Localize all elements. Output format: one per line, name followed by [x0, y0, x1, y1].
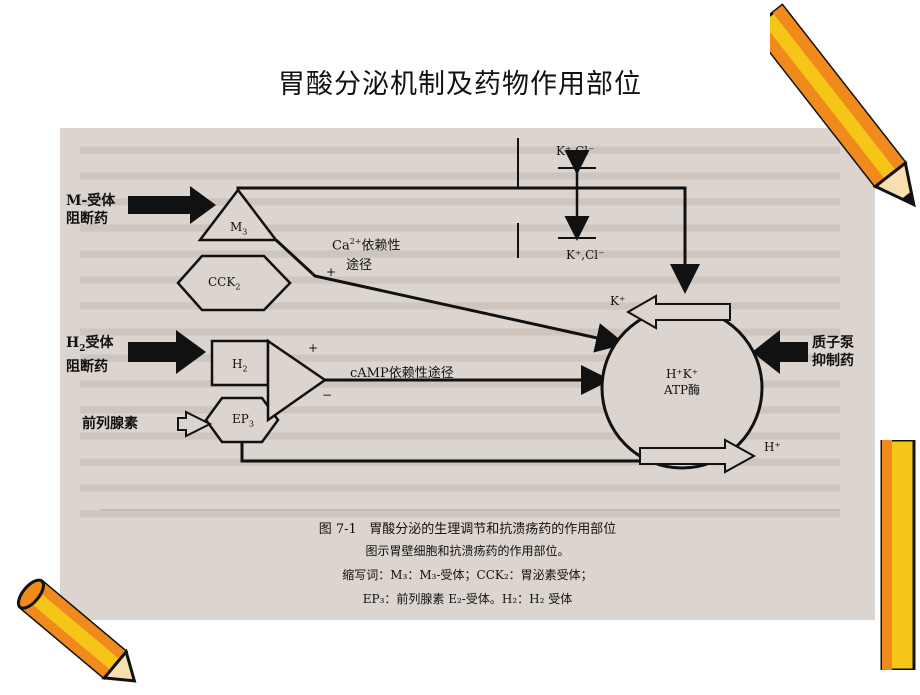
cck2-label: CCK2	[208, 275, 241, 292]
pump-label: H⁺K⁺ ATP酶	[663, 367, 701, 397]
bottom-pathway-line	[240, 434, 695, 464]
ppi-label: 质子泵 抑制药	[812, 335, 854, 369]
plus-sign-camp: +	[308, 341, 319, 355]
prostaglandin-label: 前列腺素	[82, 416, 138, 432]
ep3-receptor-shape	[204, 396, 280, 444]
h-out-label: H⁺	[764, 440, 781, 454]
k-in-arrow	[625, 294, 731, 330]
figure-caption-title: 图 7-1 胃酸分泌的生理调节和抗溃疡药的作用部位	[318, 522, 617, 537]
m3-label: M3	[230, 220, 248, 237]
m-blocker-label: M-受体 阻断药	[66, 193, 116, 227]
m-blocker-arrow	[128, 186, 216, 224]
figure-caption-line3: 缩写词：M₃：M₃-受体；CCK₂：胃泌素受体；	[342, 568, 593, 582]
figure-scan: M3 CCK2 H2 EP3 M-受体 阻断药 H2受体 阻断药 前列腺素 质子…	[60, 128, 875, 620]
h2-blocker-arrow	[128, 330, 206, 374]
prostaglandin-arrow	[177, 410, 213, 438]
slide-title: 胃酸分泌机制及药物作用部位	[278, 69, 642, 100]
pencil-top-right-icon	[770, 3, 916, 208]
pencil-bottom-left-icon	[16, 578, 137, 683]
diagram-svg	[80, 138, 840, 518]
h2-label: H2	[232, 357, 248, 374]
figure-caption-line4: EP₃：前列腺素 E₂-受体。H₂：H₂ 受体	[362, 592, 573, 606]
ep3-label: EP3	[232, 412, 254, 429]
kcl-bottom-label: K⁺,Cl⁻	[566, 248, 605, 262]
h-out-arrow	[639, 438, 757, 474]
ca-pathway-label: Ca2+依赖性 途径	[332, 237, 401, 274]
ca-pathway-line	[274, 238, 626, 353]
minus-sign-camp: −	[322, 388, 333, 402]
adenylyl-cyclase-shape	[266, 338, 328, 423]
top-pathway-line	[236, 186, 700, 294]
kcl-top-label: K⁺,Cl⁻	[556, 144, 595, 158]
k-in-label: K⁺	[610, 294, 626, 308]
plus-sign-ca: +	[326, 265, 337, 279]
pencil-bottom-right-icon	[880, 440, 916, 670]
camp-pathway-label: cAMP依赖性途径	[350, 366, 454, 381]
h2-blocker-label: H2受体 阻断药	[66, 335, 114, 375]
cck2-receptor-shape	[176, 254, 292, 312]
figure-caption-line2: 图示胃壁细胞和抗溃疡药的作用部位。	[365, 544, 570, 558]
m3-receptor-shape	[197, 187, 279, 242]
ppi-arrow	[752, 330, 808, 374]
